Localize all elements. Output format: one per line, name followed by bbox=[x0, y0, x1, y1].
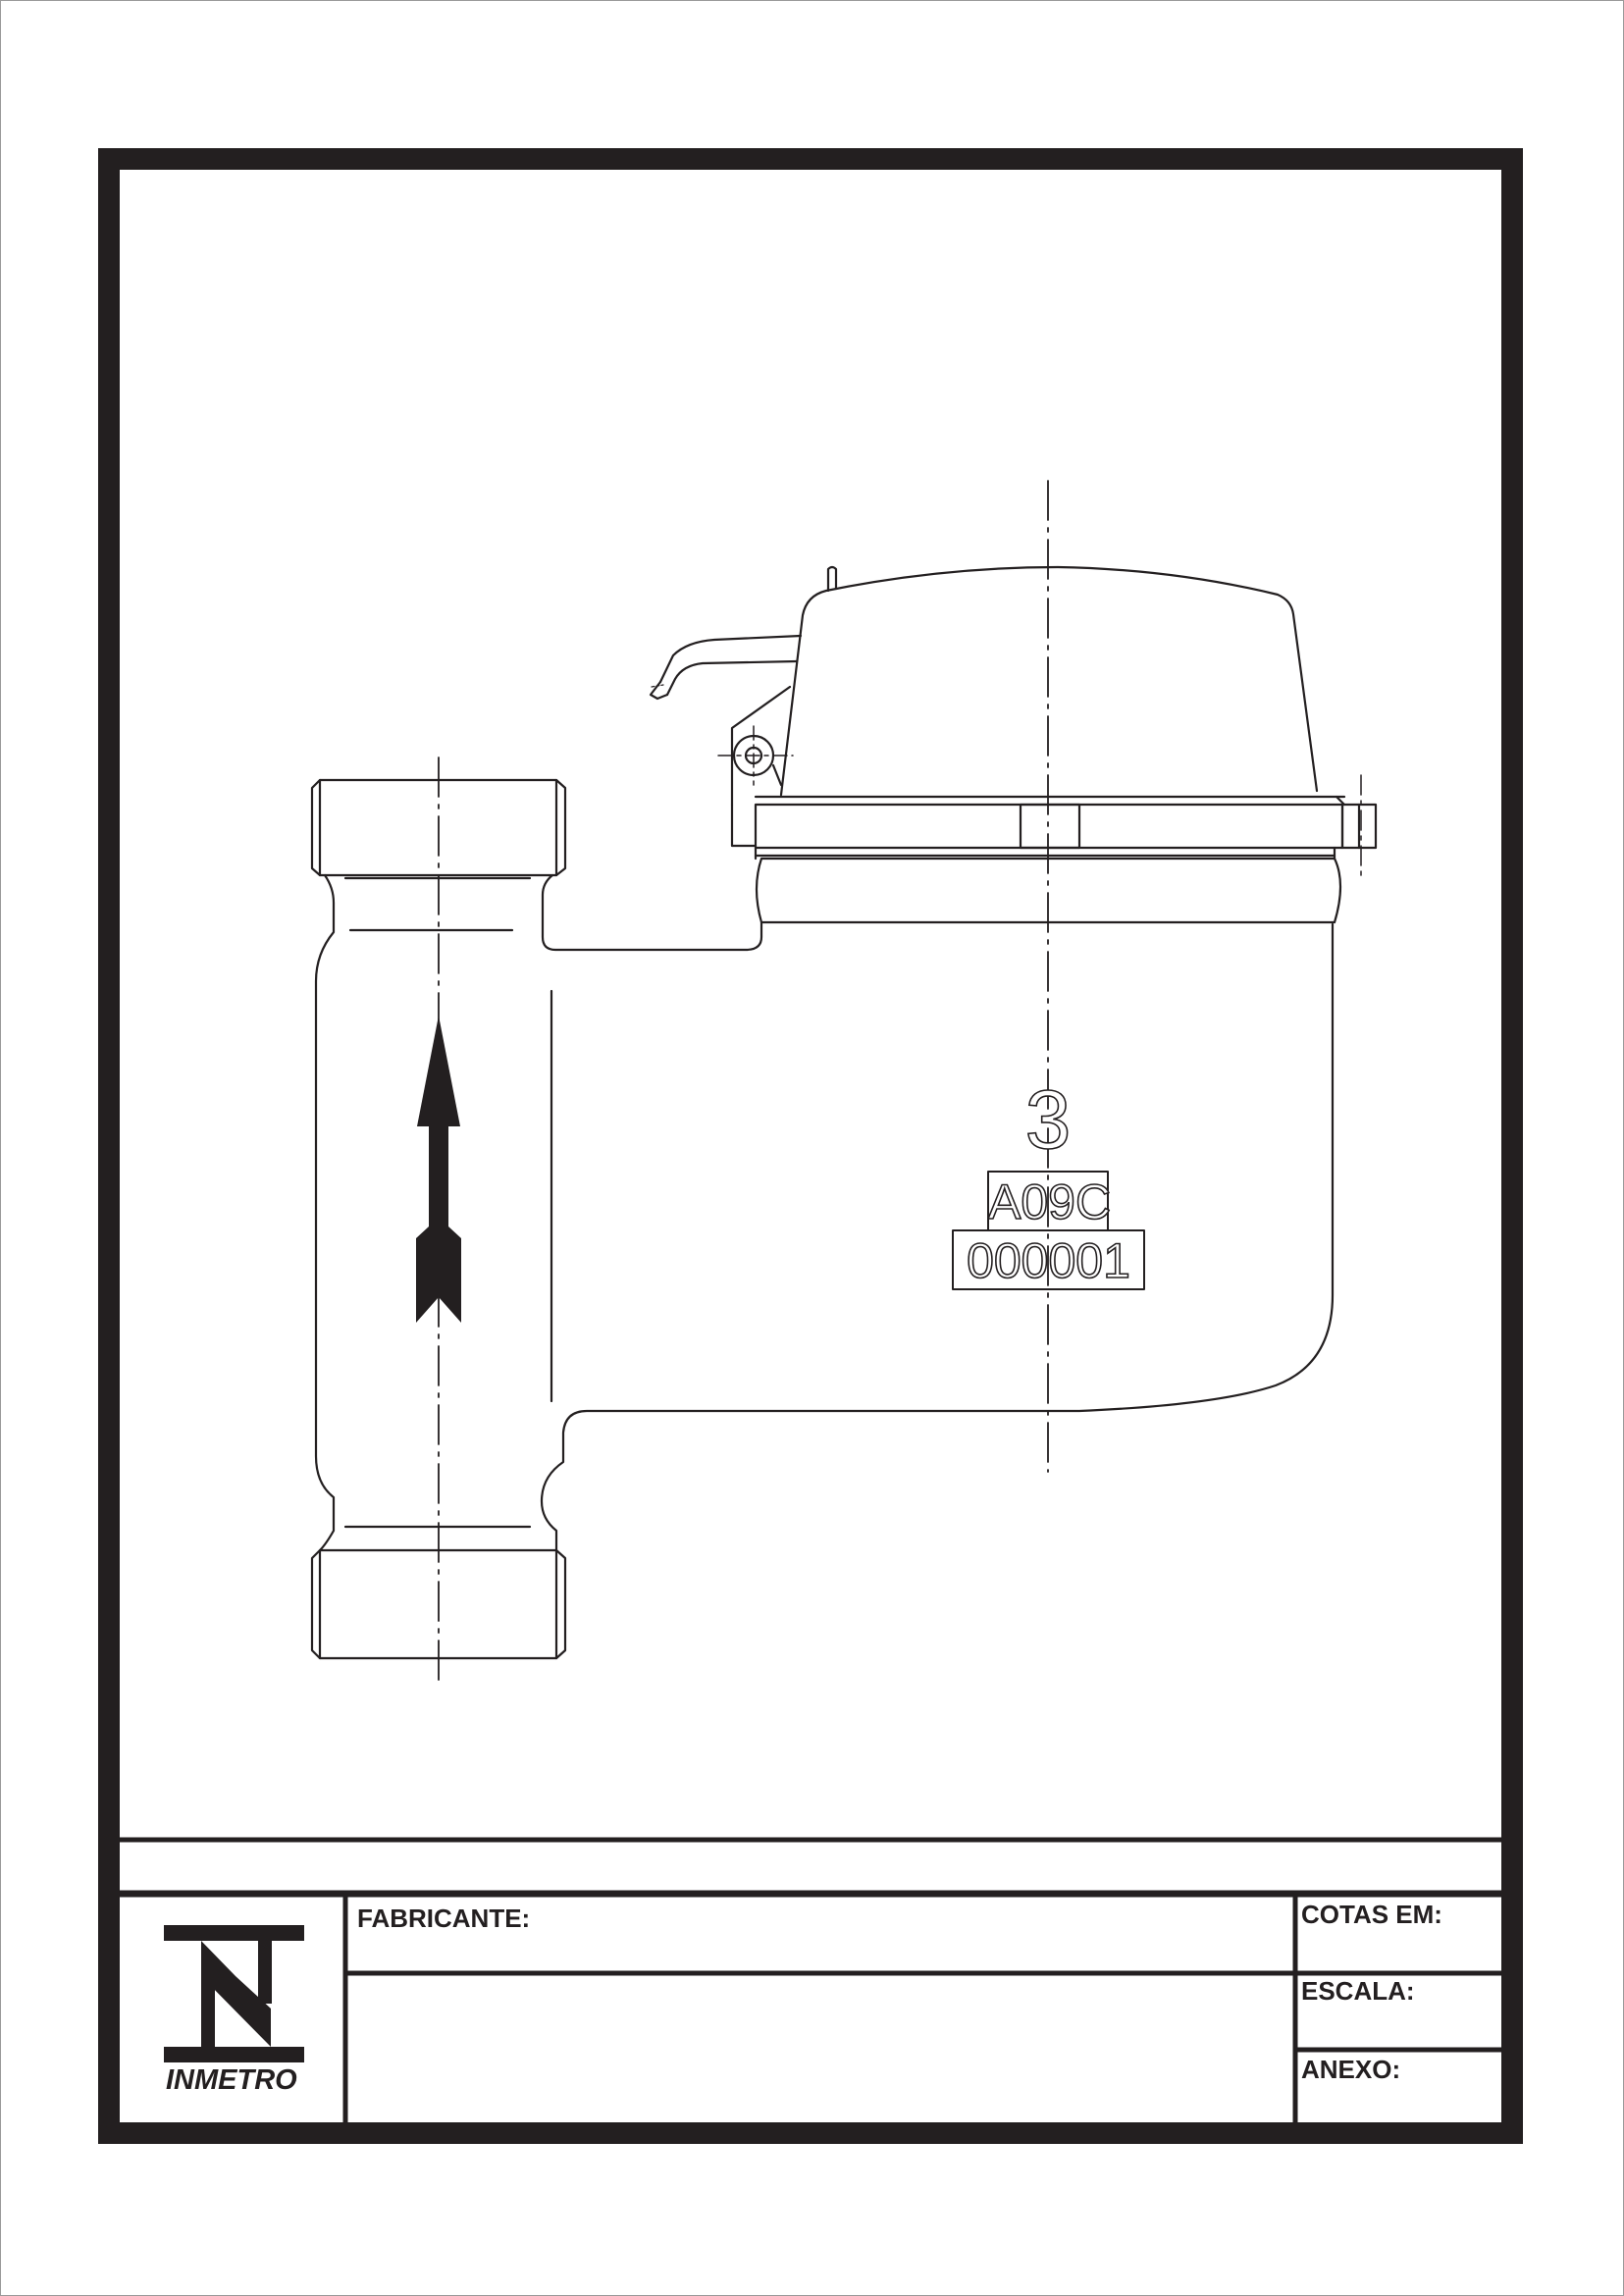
drawing-frame bbox=[98, 148, 1523, 2144]
pipe-body-outline bbox=[310, 778, 1335, 1660]
center-lines bbox=[438, 480, 1049, 1681]
scale-label: ESCALA: bbox=[1301, 1976, 1415, 2006]
inmetro-logo-text: INMETRO bbox=[166, 2064, 297, 2096]
inmetro-logo-icon bbox=[164, 1925, 304, 2062]
meter-serial-number: 000001 bbox=[966, 1232, 1130, 1289]
annex-label: ANEXO: bbox=[1301, 2055, 1401, 2084]
marking-plate-frame bbox=[952, 1171, 1145, 1290]
meter-class-number: 3 bbox=[1024, 1072, 1072, 1167]
title-block-lines bbox=[120, 1837, 1501, 2122]
manufacturer-label: FABRICANTE: bbox=[357, 1904, 531, 1933]
register-housing bbox=[649, 565, 1378, 924]
dimensions-label: COTAS EM: bbox=[1301, 1900, 1442, 1929]
flow-arrow-icon bbox=[416, 1016, 461, 1323]
meter-model-code: A09C bbox=[987, 1174, 1112, 1230]
